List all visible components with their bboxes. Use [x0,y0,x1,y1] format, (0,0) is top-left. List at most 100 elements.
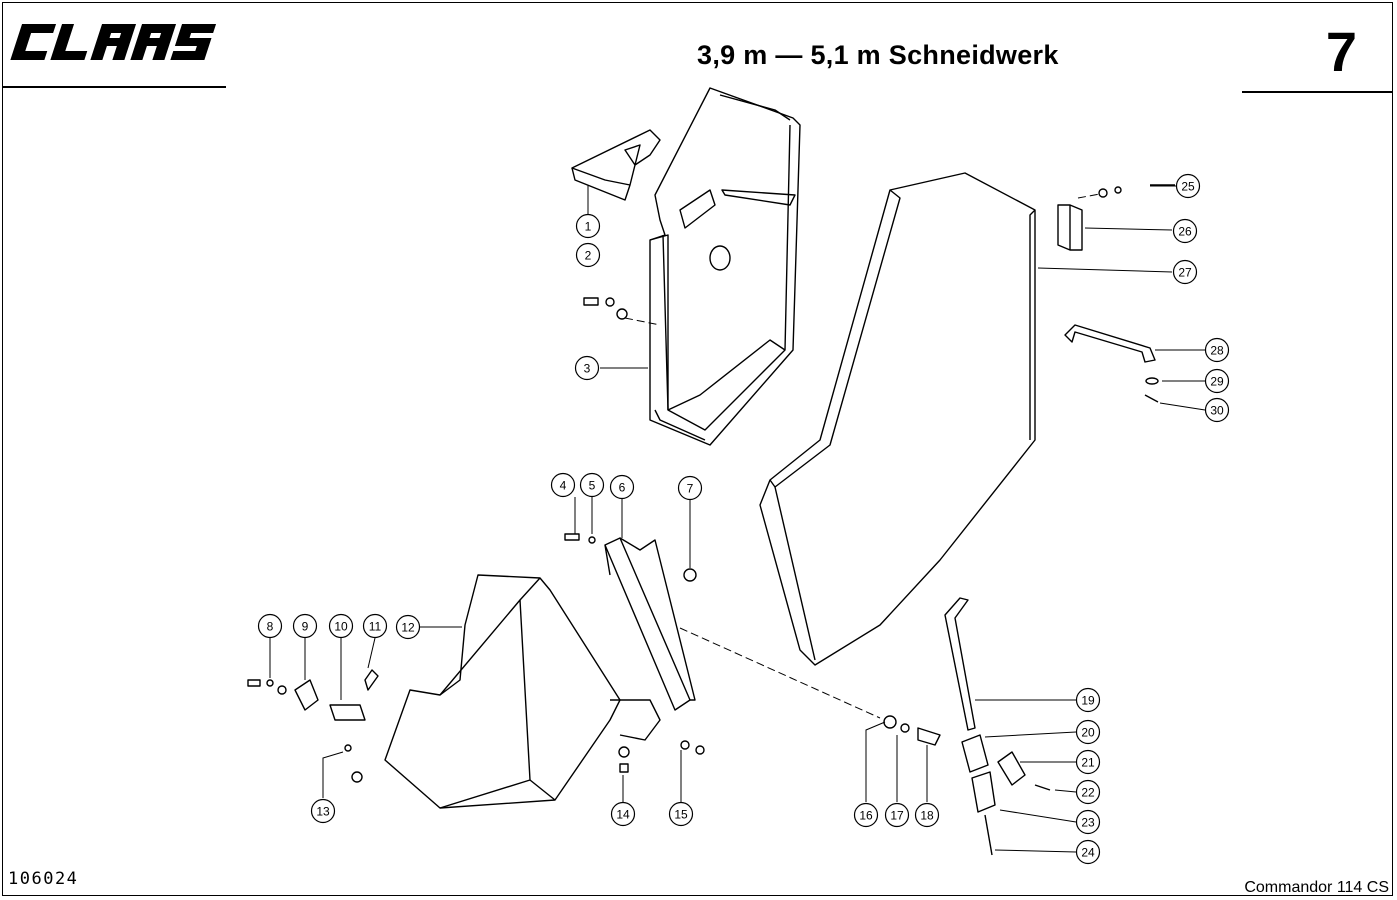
callout-circle [1175,173,1201,199]
callout-circle [395,614,421,640]
callout-circle [1075,779,1101,805]
divider-tip [384,574,621,809]
callout-3: 3 [574,355,600,381]
callout-label: 26 [1178,225,1192,239]
callout-label: 5 [589,479,596,493]
callout-label: 8 [267,620,274,634]
callout-19: 19 [1075,687,1101,713]
callout-label: 9 [302,620,309,634]
callout-label: 6 [619,481,626,495]
handle [1064,324,1156,363]
callout-label: 2 [585,249,592,263]
callout-circle [610,801,636,827]
callout-label: 7 [687,482,694,496]
callout-label: 19 [1081,694,1095,708]
callout-10: 10 [328,613,354,639]
callout-6: 6 [609,474,635,500]
callout-circle [1075,809,1101,835]
callout-26: 26 [1172,218,1198,244]
callout-15: 15 [668,801,694,827]
callout-circle [1075,749,1101,775]
callout-label: 3 [584,362,591,376]
callout-label: 15 [674,808,688,822]
callout-24: 24 [1075,839,1101,865]
callout-23: 23 [1075,809,1101,835]
callout-label: 17 [890,809,904,823]
callout-label: 21 [1081,756,1095,770]
callout-label: 18 [920,809,934,823]
claas-logo [10,24,217,60]
callout-circle [575,213,601,239]
callout-label: 1 [585,220,592,234]
callout-circle [362,613,388,639]
callout-circle [1075,839,1101,865]
callout-25: 25 [1175,173,1201,199]
callout-14: 14 [610,801,636,827]
document-id: 106024 [8,869,79,889]
callout-label: 23 [1081,816,1095,830]
callout-label: 11 [369,620,382,634]
rod [944,597,976,731]
callout-22: 22 [1075,779,1101,805]
callout-label: 25 [1181,180,1195,194]
callout-circle [609,474,635,500]
callout-circle [677,475,703,501]
callout-2: 2 [575,242,601,268]
callout-8: 8 [257,613,283,639]
callout-label: 24 [1081,846,1095,860]
callout-circle [853,802,879,828]
leader-lines [269,185,1206,853]
header-rule-left [2,86,226,88]
callout-circle [1172,218,1198,244]
model-name: Commandor 114 CS [1244,879,1389,896]
callout-30: 30 [1204,397,1230,423]
callout-label: 12 [401,621,415,635]
callout-29: 29 [1204,368,1230,394]
spring-assembly [961,734,1051,856]
page-title: 3,9 m — 5,1 m Schneidwerk [697,40,1059,70]
hinge-assembly [1057,184,1175,251]
callout-12: 12 [395,614,421,640]
callout-circle [1204,368,1230,394]
callout-circle [579,472,605,498]
callout-label: 27 [1178,266,1192,280]
page-number: 7 [1325,20,1357,83]
side-cover-panel [759,172,1036,666]
callout-circle [884,802,910,828]
callout-circle [574,355,600,381]
callout-circle [310,798,336,824]
callout-20: 20 [1075,719,1101,745]
callout-21: 21 [1075,749,1101,775]
callout-circle [1204,397,1230,423]
callout-circle [292,613,318,639]
header-rule-right [1242,91,1393,93]
callout-18: 18 [914,802,940,828]
callout-circle [575,242,601,268]
callout-16: 16 [853,802,879,828]
callout-17: 17 [884,802,910,828]
callout-label: 10 [334,620,348,634]
callout-label: 30 [1210,404,1224,418]
callout-label: 4 [560,479,567,493]
callout-27: 27 [1172,259,1198,285]
callout-label: 14 [616,808,630,822]
callout-4: 4 [550,472,576,498]
callout-label: 28 [1210,344,1224,358]
callout-label: 13 [316,805,330,819]
callout-circle [328,613,354,639]
callout-circle [1075,687,1101,713]
callout-circle [1172,259,1198,285]
callout-9: 9 [292,613,318,639]
callout-circle [550,472,576,498]
callout-circle [1204,337,1230,363]
callout-circle [1075,719,1101,745]
callout-label: 16 [859,809,873,823]
fasteners [247,186,1159,783]
divider-bar [604,537,696,741]
callout-circle [914,802,940,828]
small-bracket [571,129,661,201]
callout-7: 7 [677,475,703,501]
